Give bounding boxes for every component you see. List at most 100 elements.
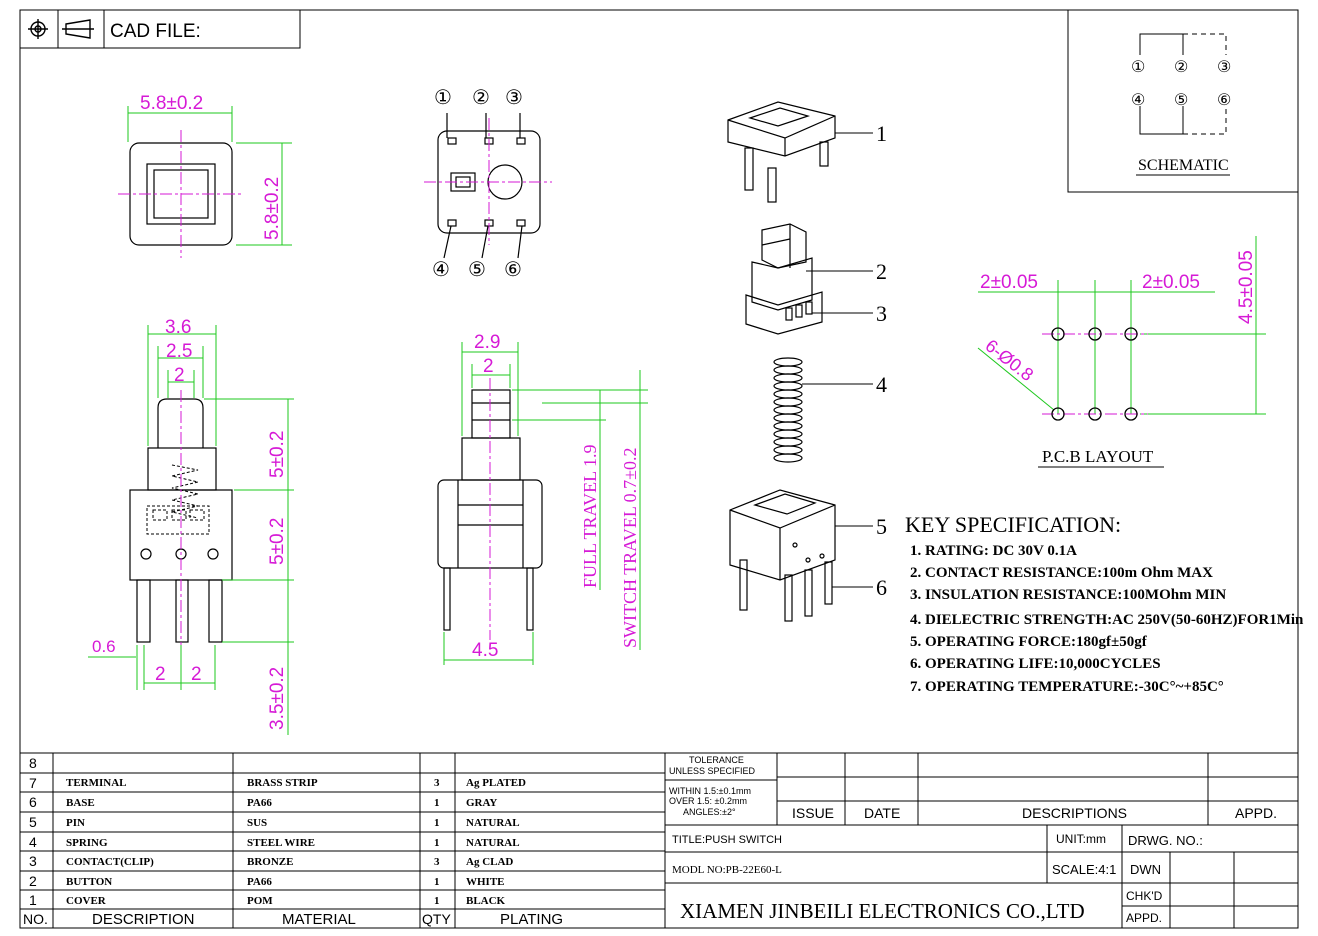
bom-qty: 1 [434, 876, 440, 888]
pin-label-5: ⑤ [468, 259, 486, 281]
side-view: 3.6 2.5 2 5±0.2 5±0.2 3.5±0.2 0.6 2 2 [88, 317, 294, 735]
cad-header-box [20, 10, 301, 49]
bom-desc: SPRING [66, 837, 108, 849]
front-dim-2: 2 [483, 356, 494, 377]
unit-label: UNIT:mm [1056, 832, 1106, 846]
spec-item: 6. OPERATING LIFE:10,000CYCLES [910, 656, 1161, 672]
date-label: DATE [864, 805, 900, 821]
bom-header-description: DESCRIPTION [92, 911, 195, 928]
spec-item: 5. OPERATING FORCE:180gf±50gf [910, 634, 1148, 650]
schematic-pin-1: ① [1131, 59, 1145, 76]
scale-label: SCALE:4:1 [1052, 862, 1116, 877]
front-dim-2-9: 2.9 [474, 332, 500, 353]
pin-label-1: ① [434, 87, 452, 109]
bom-qty: 1 [434, 837, 440, 849]
bom-no: 7 [29, 775, 37, 791]
cad-file-label: CAD FILE: [110, 21, 201, 42]
pin-label-2: ② [472, 87, 490, 109]
side-dim-h3: 3.5±0.2 [267, 667, 288, 730]
bom-plating: Ag CLAD [466, 856, 513, 868]
top-height-dim: 5.8±0.2 [262, 177, 283, 240]
bom-header-no: NO. [23, 911, 48, 927]
side-dim-h2: 5±0.2 [267, 518, 288, 565]
bom-material: BRASS STRIP [247, 777, 318, 789]
projection-symbol-icon [28, 19, 94, 39]
dwn-label: DWN [1130, 862, 1161, 877]
bom-qty: 1 [434, 797, 440, 809]
explode-label-2: 2 [876, 259, 887, 284]
bom-no: 6 [29, 794, 37, 810]
bom-header-qty: QTY [422, 911, 451, 927]
drawing-frame [19, 9, 1299, 929]
company-name: XIAMEN JINBEILI ELECTRONICS CO.,LTD [680, 899, 1085, 923]
side-dim-pin-width: 0.6 [92, 637, 116, 656]
bom-material: SUS [247, 817, 267, 829]
bom-material: STEEL WIRE [247, 837, 315, 849]
bom-table: 8 7 TERMINAL BRASS STRIP 3 Ag PLATED 6 B… [20, 752, 1298, 928]
key-specification: KEY SPECIFICATION: 1. RATING: DC 30V 0.1… [905, 512, 1304, 695]
spec-item: 3. INSULATION RESISTANCE:100MOhm MIN [910, 587, 1226, 603]
side-dim-2: 2 [174, 365, 185, 386]
bom-desc: CONTACT(CLIP) [66, 856, 154, 868]
spec-item: 2. CONTACT RESISTANCE:100m Ohm MAX [910, 565, 1213, 581]
bom-desc: COVER [66, 895, 107, 907]
bom-qty: 3 [434, 777, 440, 789]
bom-material: PA66 [247, 876, 272, 888]
bom-plating: Ag PLATED [466, 777, 526, 789]
pcb-holes-dim: 6-Ø0.8 [982, 335, 1038, 385]
bom-material: PA66 [247, 797, 272, 809]
explode-label-5: 5 [876, 514, 887, 539]
spec-item: 1. RATING: DC 30V 0.1A [910, 543, 1077, 559]
pin-label-6: ⑥ [504, 259, 522, 281]
bom-material: POM [247, 895, 273, 907]
pcb-pitch-right: 2±0.05 [1142, 272, 1200, 293]
pcb-layout: 2±0.05 2±0.05 4.5±0.05 6-Ø0.8 P.C.B LAYO… [977, 236, 1266, 468]
tolerance-angles: ANGLES:±2° [683, 807, 736, 817]
title-block: TOLERANCE UNLESS SPECIFIED WITHIN 1.5:±0… [665, 753, 1298, 928]
exploded-view: 1 2 3 4 5 6 [727, 101, 887, 622]
tolerance-label: TOLERANCE [689, 755, 744, 765]
bom-no: 3 [29, 853, 37, 869]
full-travel-label: FULL TRAVEL 1.9 [580, 444, 600, 588]
schematic-title: SCHEMATIC [1138, 157, 1229, 174]
bom-desc: PIN [66, 817, 85, 829]
front-view: 2.9 2 4.5 FULL TRAVEL 1.9 SWITCH TRAVEL … [437, 332, 648, 665]
front-dim-pin-span: 4.5 [472, 640, 498, 661]
bom-plating: WHITE [466, 876, 505, 888]
bom-material: BRONZE [247, 856, 293, 868]
bom-no: 8 [29, 755, 37, 771]
pcb-pitch-left: 2±0.05 [980, 272, 1038, 293]
bom-header-material: MATERIAL [282, 911, 356, 928]
schematic-pin-4: ④ [1131, 92, 1145, 109]
top-view: 5.8±0.2 5.8±0.2 [118, 93, 292, 258]
switch-travel-label: SWITCH TRAVEL 0.7±0.2 [620, 447, 640, 648]
bom-qty: 3 [434, 856, 440, 868]
appd-label: APPD. [1235, 805, 1277, 821]
bom-no: 5 [29, 814, 37, 830]
drawing-title: TITLE:PUSH SWITCH [672, 834, 782, 846]
spring-coils [773, 357, 803, 463]
tolerance-over: OVER 1.5: ±0.2mm [669, 796, 747, 806]
side-dim-3-6: 3.6 [165, 317, 191, 338]
bom-header-plating: PLATING [500, 911, 563, 928]
side-dim-pitch-1: 2 [155, 664, 166, 685]
appd-label-2: APPD. [1126, 911, 1162, 925]
pcb-height-dim: 4.5±0.05 [1236, 250, 1257, 324]
spec-item: 7. OPERATING TEMPERATURE:-30C°~+85C° [910, 679, 1224, 695]
bom-plating: NATURAL [466, 837, 520, 849]
bom-no: 2 [29, 873, 37, 889]
tolerance-sub-label: UNLESS SPECIFIED [669, 766, 756, 776]
bom-qty: 1 [434, 895, 440, 907]
side-dim-h1: 5±0.2 [267, 431, 288, 478]
schematic-box [1067, 10, 1298, 193]
issue-label: ISSUE [792, 805, 834, 821]
explode-label-4: 4 [876, 372, 887, 397]
side-dim-2-5: 2.5 [166, 341, 192, 362]
schematic-pin-6: ⑥ [1217, 92, 1231, 109]
explode-label-1: 1 [876, 121, 887, 146]
bom-no: 1 [29, 892, 37, 908]
tolerance-within: WITHIN 1.5:±0.1mm [669, 786, 751, 796]
side-dim-pitch-2: 2 [191, 664, 202, 685]
bom-desc: BUTTON [66, 876, 112, 888]
